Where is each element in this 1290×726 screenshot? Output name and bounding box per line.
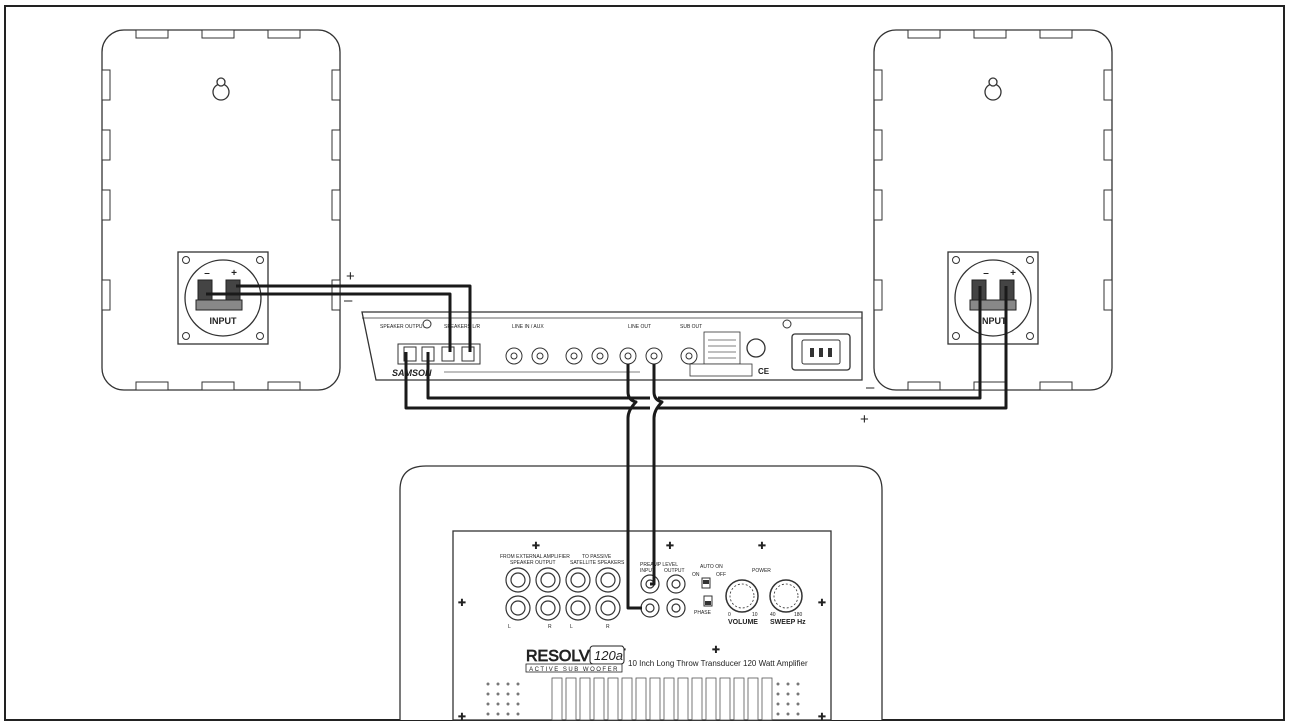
screw-icon: ✚ <box>458 712 466 723</box>
input-label: INPUT <box>980 316 1008 326</box>
preamp-level-label: PREAMP LEVEL <box>640 562 678 568</box>
right-speaker-terminal-plate: – + INPUT <box>947 251 1039 345</box>
keyhole-icon <box>984 77 1002 101</box>
from-external-amplifier-label: FROM EXTERNAL AMPLIFIER <box>500 554 570 560</box>
speaker-wires-left <box>206 284 472 352</box>
screw-icon: ✚ <box>532 541 540 552</box>
preamp-input-label: INPUT <box>640 568 655 574</box>
svg-text:RESOLV: RESOLV <box>526 648 590 665</box>
sweep-min: 40 <box>770 612 776 618</box>
svg-text:120a: 120a <box>594 648 623 663</box>
amplifier-unit: SPEAKER OUTPUTS SPEAKERS L/R LINE IN / A… <box>361 311 863 381</box>
speaker-outputs-label: SPEAKER OUTPUTS <box>380 324 430 330</box>
brand-logo: SAMSON <box>392 368 432 378</box>
screw-icon <box>256 332 264 340</box>
volume-label: VOLUME <box>728 619 758 626</box>
screw-icon <box>182 332 190 340</box>
warning-label <box>703 331 741 365</box>
line-in-jacks[interactable] <box>505 347 609 365</box>
resolv-logo: RESOLV 120a ACTIVE SUB WOOFER <box>525 645 625 673</box>
screw-icon: ✚ <box>818 598 826 609</box>
screw-icon <box>256 256 264 264</box>
vent-grille <box>551 677 773 721</box>
line-out-label: LINE OUT <box>628 324 651 330</box>
jack-r-label: R <box>548 624 552 630</box>
jack-l-label: L <box>508 624 511 630</box>
left-speaker: – + INPUT <box>101 29 341 391</box>
screw-icon: ✚ <box>758 541 766 552</box>
minus-sign: – <box>983 268 989 279</box>
screw-icon <box>782 319 792 329</box>
svg-text:ACTIVE SUB WOOFER: ACTIVE SUB WOOFER <box>529 667 619 673</box>
subwoofer-description: 10 Inch Long Throw Transducer 120 Watt A… <box>628 659 808 668</box>
screw-icon <box>422 319 432 329</box>
power-label: POWER <box>752 568 771 574</box>
sub-out-label: SUB OUT <box>680 324 702 330</box>
screw-icon <box>952 332 960 340</box>
polarity-minus-top: – <box>344 292 353 309</box>
line-in-aux-label: LINE IN / AUX <box>512 324 544 330</box>
screw-icon: ✚ <box>818 712 826 723</box>
screw-icon: ✚ <box>458 598 466 609</box>
vent-dots <box>486 682 800 716</box>
sweep-max: 180 <box>794 612 803 618</box>
auto-on-label: AUTO ON <box>700 564 723 570</box>
keyhole-icon <box>212 77 230 101</box>
speakers-l-r-label: SPEAKERS L/R <box>444 324 481 330</box>
preamp-output-label: OUTPUT <box>664 568 685 574</box>
left-speaker-terminal-plate: – + INPUT <box>177 251 269 345</box>
ce-mark: CE <box>758 367 770 376</box>
speaker-wires-right <box>404 286 1008 410</box>
minus-sign: – <box>204 268 210 279</box>
polarity-plus-bottom: + <box>860 411 869 428</box>
speaker-terminal-block[interactable] <box>397 343 481 365</box>
screw-icon: ✚ <box>666 541 674 552</box>
volume-max: 10 <box>752 612 758 618</box>
sub-out-jack[interactable] <box>680 347 698 365</box>
polarity-minus-bottom: – <box>866 379 875 396</box>
right-speaker: – + INPUT <box>873 29 1113 391</box>
screw-icon <box>952 256 960 264</box>
screw-icon <box>182 256 190 264</box>
screw-icon <box>1026 332 1034 340</box>
polarity-plus-top: + <box>346 268 355 285</box>
satellite-speakers-label: SATELLITE SPEAKERS <box>570 560 625 566</box>
subwoofer-unit: ✚ ✚ ✚ ✚ ✚ ✚ ✚ ✚ ✚ FROM EXTERNAL AMPLIFIE… <box>399 465 883 723</box>
sweep-label: SWEEP Hz <box>770 619 806 626</box>
sweep-knob[interactable] <box>769 579 803 613</box>
to-passive-label: TO PASSIVE <box>582 554 612 560</box>
screw-icon: ✚ <box>712 645 720 656</box>
plus-sign: + <box>1010 268 1016 279</box>
volume-knob[interactable] <box>725 579 759 613</box>
screw-icon <box>1026 256 1034 264</box>
jack-r-label: R <box>606 624 610 630</box>
off-label: OFF <box>716 572 726 578</box>
jack-l-label: L <box>570 624 573 630</box>
rca-cables-to-subwoofer <box>626 364 664 610</box>
speaker-binding-posts[interactable]: L R L R <box>505 567 621 630</box>
speaker-output-label: SPEAKER OUTPUT <box>510 560 556 566</box>
input-label: INPUT <box>210 316 238 326</box>
power-switch[interactable] <box>746 338 766 358</box>
on-label: ON <box>692 572 700 578</box>
phase-label: PHASE <box>694 610 712 616</box>
plus-sign: + <box>231 268 237 279</box>
volume-min: 0 <box>728 612 731 618</box>
